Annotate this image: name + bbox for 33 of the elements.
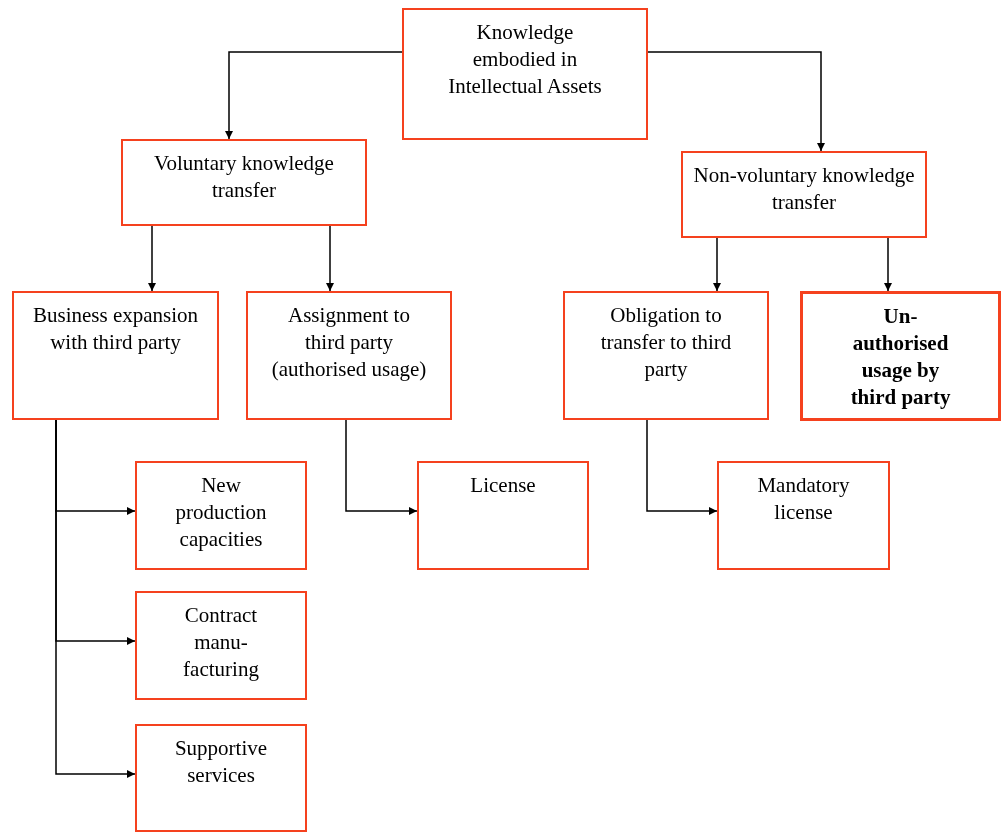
process-box — [717, 461, 890, 570]
process-box — [135, 591, 307, 700]
box-label: License — [470, 472, 536, 499]
box-label: Un- authorised usage by third party — [849, 303, 952, 411]
arrow — [55, 419, 136, 778]
box-label: New production capacities — [174, 472, 268, 553]
box-label: Contract manu- facturing — [182, 602, 260, 683]
process-box — [246, 291, 452, 420]
box-label: Business expansion with third party — [31, 302, 200, 356]
arrow — [884, 237, 892, 292]
process-box — [563, 291, 769, 420]
arrow — [646, 419, 718, 515]
box-label: Knowledge embodied in Intellectual Assets — [447, 19, 603, 100]
arrow — [225, 51, 403, 140]
process-box — [135, 724, 307, 832]
arrow — [148, 225, 156, 292]
arrow — [647, 51, 825, 152]
box-label: Assignment to third party (authorised usage) — [270, 302, 428, 383]
box-label: Voluntary knowledge transfer — [153, 150, 335, 204]
process-box — [417, 461, 589, 570]
process-box — [800, 291, 1001, 421]
process-box — [135, 461, 307, 570]
process-box — [121, 139, 367, 226]
box-label: Supportive services — [173, 735, 269, 789]
process-box — [681, 151, 927, 238]
arrow — [326, 225, 334, 292]
box-label: Non-voluntary knowledge transfer — [692, 162, 916, 216]
box-label: Obligation to transfer to third party — [599, 302, 733, 383]
arrow — [345, 419, 418, 515]
process-box — [402, 8, 648, 140]
arrow — [713, 237, 721, 292]
box-label: Mandatory license — [756, 472, 851, 526]
process-box — [12, 291, 219, 420]
